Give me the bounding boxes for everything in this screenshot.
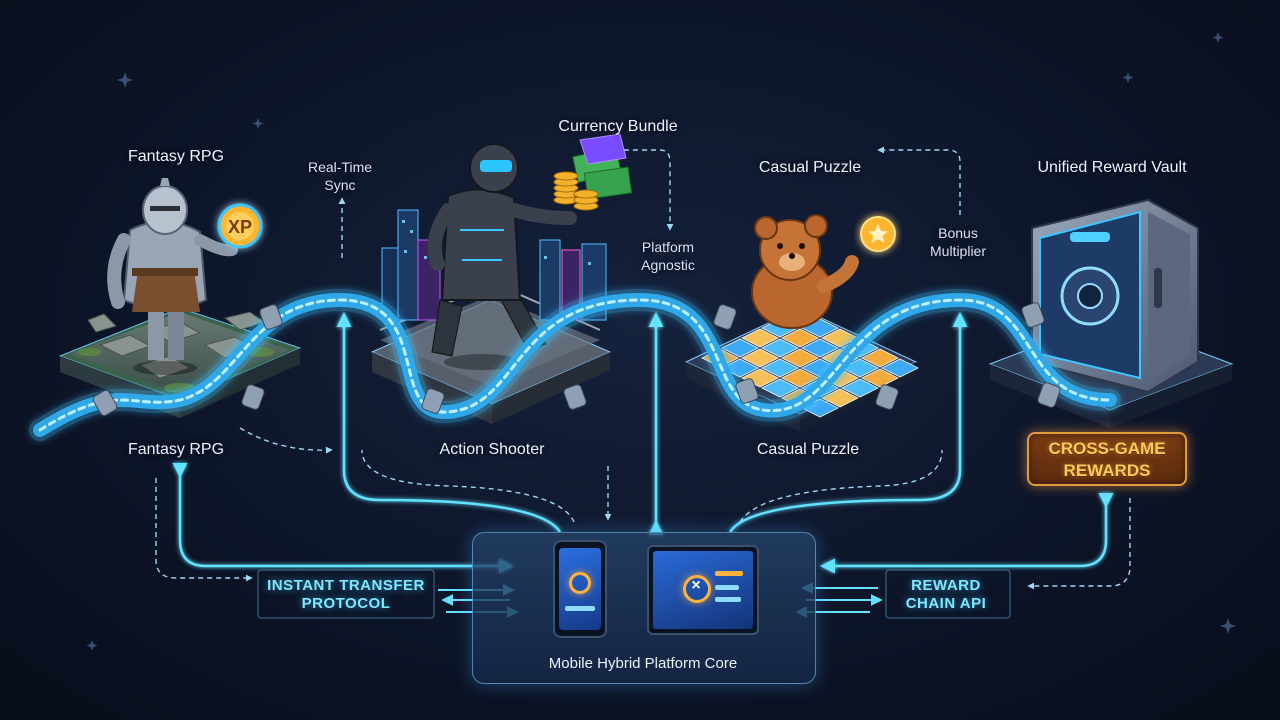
annotation-bonus-multiplier-line2: Multiplier <box>929 243 987 259</box>
tablet-sync-icon <box>683 575 711 603</box>
xp-orb-icon <box>217 203 263 249</box>
label-currency-bundle: Currency Bundle <box>558 118 678 135</box>
teddy-bear-icon <box>751 214 859 329</box>
annotation-platform-agnostic-line1: Platform <box>641 239 695 255</box>
annotation-real-time-sync: Real-Time Sync <box>308 158 372 194</box>
tablet-device-icon: × <box>647 545 759 635</box>
annotation-bonus-multiplier-line1: Bonus <box>938 225 978 241</box>
annotation-platform-agnostic: Platform Agnostic <box>641 238 695 274</box>
puzzle-tile <box>761 378 799 398</box>
protocol-reward-chain-api-line2: CHAIN API <box>905 595 987 612</box>
label-fantasy-rpg-bottom: Fantasy RPG <box>127 441 225 458</box>
puzzle-tile <box>781 368 819 388</box>
phone-sync-icon <box>569 572 591 594</box>
puzzle-tile <box>741 328 779 348</box>
puzzle-tile <box>721 338 759 358</box>
currency-bundle-icon <box>553 133 633 211</box>
tablet-cross-icon: × <box>691 577 701 594</box>
badge-line2: REWARDS <box>1063 461 1151 480</box>
annotation-bonus-multiplier: Bonus Multiplier <box>930 224 986 260</box>
label-fantasy-rpg-top: Fantasy RPG <box>127 148 225 165</box>
puzzle-tile <box>861 368 899 388</box>
phone-device-icon <box>553 540 607 638</box>
xp-orb-label: XP <box>228 217 252 237</box>
phone-bar <box>565 606 595 611</box>
phone-screen <box>559 548 601 630</box>
puzzle-tile <box>801 338 839 358</box>
pipe-connectors <box>92 302 1061 417</box>
star-coin-icon <box>860 216 896 252</box>
puzzle-tile <box>881 358 919 378</box>
protocol-instant-transfer: INSTANT TRANSFER PROTOCOL <box>267 577 425 613</box>
label-casual-puzzle-top: Casual Puzzle <box>758 159 862 176</box>
tablet-screen: × <box>653 551 753 629</box>
flow-lines <box>172 312 1114 574</box>
protocol-reward-chain-api-line1: REWARD <box>911 577 981 594</box>
protocol-instant-transfer-line2: PROTOCOL <box>301 595 391 612</box>
cross-game-rewards-badge: CROSS-GAME REWARDS <box>1027 432 1187 486</box>
puzzle-tile <box>861 348 899 368</box>
puzzle-tile <box>781 328 819 348</box>
flow-line-puzzle <box>728 312 968 533</box>
background-sparkles <box>86 32 1236 651</box>
knight-icon <box>107 178 238 375</box>
reward-vault-icon <box>1031 198 1199 394</box>
annotation-platform-agnostic-line2: Agnostic <box>641 257 695 273</box>
puzzle-tile <box>761 358 799 378</box>
armored-soldier-icon <box>427 143 577 370</box>
puzzle-tile <box>761 338 799 358</box>
platform-core-title: Mobile Hybrid Platform Core <box>548 655 738 672</box>
flow-line-shooter <box>336 312 562 533</box>
flow-line-left-outer <box>172 463 514 574</box>
flow-lines-dashed <box>155 146 1131 590</box>
tablet-bar-3 <box>715 597 741 602</box>
tablet-bar-2 <box>715 585 739 590</box>
puzzle-tile <box>781 348 819 368</box>
label-unified-reward-vault: Unified Reward Vault <box>1037 159 1187 176</box>
puzzle-tile <box>821 388 859 408</box>
tablet-bar-1 <box>715 571 743 576</box>
flow-line-right-outer <box>820 493 1114 574</box>
badge-line1: CROSS-GAME <box>1048 439 1166 458</box>
protocol-brackets <box>257 569 1011 619</box>
puzzle-tile <box>841 378 879 398</box>
label-action-shooter: Action Shooter <box>439 441 545 458</box>
label-casual-puzzle-bottom: Casual Puzzle <box>756 441 860 458</box>
protocol-instant-transfer-line1: INSTANT TRANSFER <box>267 577 425 594</box>
annotation-real-time-sync-line1: Real-Time <box>307 159 373 175</box>
data-pipe <box>29 288 1121 441</box>
puzzle-tile <box>741 348 779 368</box>
protocol-reward-chain-api: REWARD CHAIN API <box>906 577 987 613</box>
annotation-real-time-sync-line2: Sync <box>324 177 356 193</box>
